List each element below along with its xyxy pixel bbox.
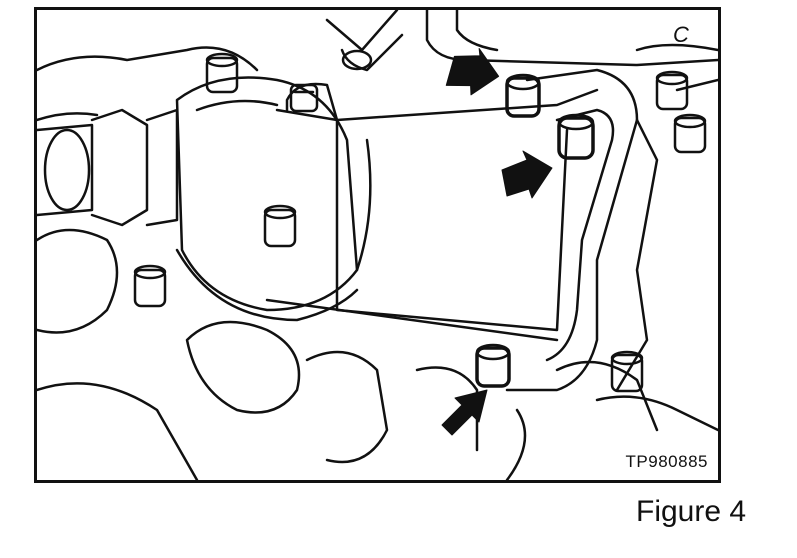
engine-block-lines — [37, 43, 718, 480]
bolt-housing — [263, 204, 297, 248]
arrow-middle — [501, 150, 553, 199]
engine-illustration — [37, 10, 718, 480]
bolt-top-left — [205, 52, 239, 94]
view-label: C — [673, 22, 689, 47]
bolt-right-top — [655, 70, 689, 111]
diagram-frame: C TP980885 — [34, 7, 721, 483]
reference-code: TP980885 — [625, 452, 708, 471]
bolts — [133, 52, 707, 393]
bolt-lower-left — [133, 264, 167, 308]
bolt-right-low — [610, 350, 644, 393]
bolt-arrow-middle — [557, 113, 595, 160]
bracket-plate — [505, 68, 659, 392]
arrow-bottom — [441, 389, 488, 436]
shaft-assembly — [37, 108, 179, 227]
bolt-arrow-bottom — [475, 343, 511, 388]
bolt-upper-pipe — [289, 83, 319, 113]
rod — [325, 10, 404, 72]
round-housing — [175, 76, 359, 322]
figure-caption: Figure 4 — [636, 495, 747, 528]
arrow-top — [445, 48, 500, 96]
pipe-body — [265, 82, 599, 342]
bolt-right-mid — [673, 113, 707, 154]
callout-arrows — [441, 48, 553, 436]
bolt-arrow-top — [505, 73, 541, 118]
